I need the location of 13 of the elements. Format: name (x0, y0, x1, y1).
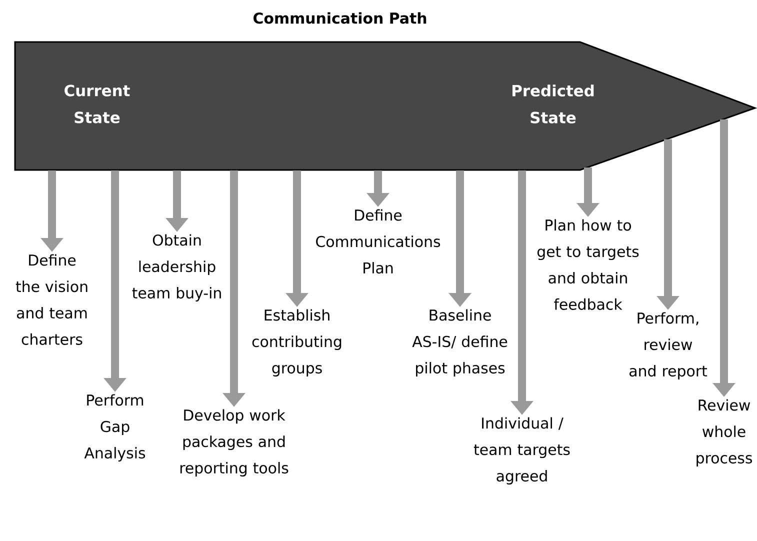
step-label: Establish contributing groups (252, 309, 342, 376)
step-label: Baseline AS-IS/ define pilot phases (412, 309, 508, 376)
step-label: Plan how to get to targets and obtain feedback (537, 219, 639, 310)
step-label: Define the vision and team charters (16, 254, 88, 345)
step-label: Develop work packages and reporting tools (180, 409, 288, 476)
diagram-title: Communication Path (254, 12, 426, 24)
step-label: Obtain leadership team buy-in (132, 234, 221, 302)
step-label: Define Communications Plan (316, 209, 440, 274)
step-label: Perform Gap Analysis (84, 394, 146, 462)
step-label: Perform, review and report (630, 312, 708, 380)
step-label: Review whole process (696, 399, 752, 466)
step-label: Individual / team targets agreed (474, 417, 570, 484)
arrow-band: Current State Predicted State (14, 41, 757, 171)
